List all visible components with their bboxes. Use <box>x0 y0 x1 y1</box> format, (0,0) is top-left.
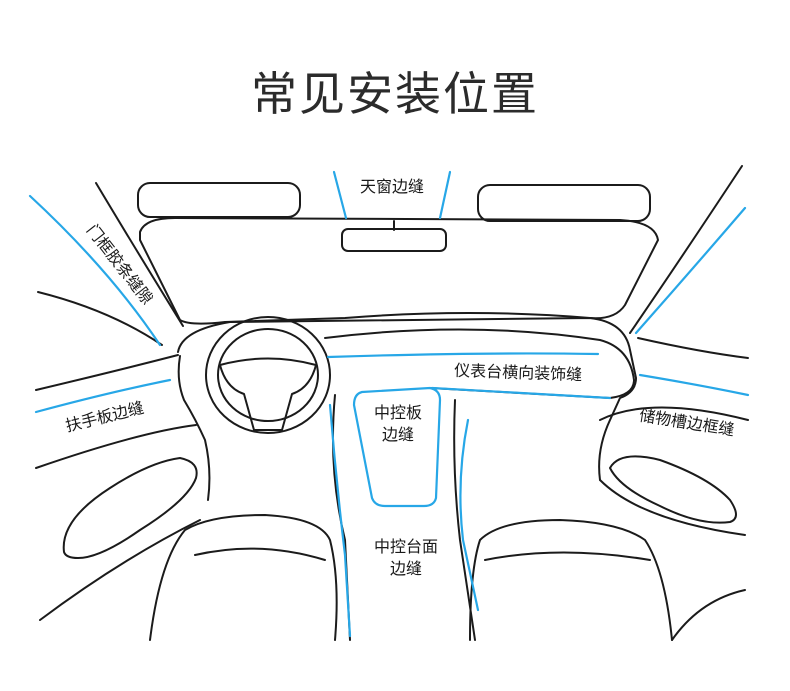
right-seat <box>469 519 673 641</box>
left-door-bottom <box>39 519 201 621</box>
dashboard-underside <box>177 355 211 501</box>
right-sun-visor <box>477 184 651 222</box>
right-a-pillar <box>629 165 743 334</box>
dashboard-fascia <box>324 328 635 399</box>
rear-view-mirror <box>341 228 447 252</box>
center-console-right <box>453 399 476 641</box>
left-sun-visor <box>137 182 301 218</box>
label-armrest: 扶手板边缝 <box>64 398 146 436</box>
dashboard-top <box>177 317 637 481</box>
label-center-panel-line1: 中控板 <box>374 403 422 422</box>
left-a-pillar <box>95 182 184 327</box>
seam-console-left <box>328 403 352 638</box>
left-seat-inner <box>194 547 326 561</box>
seam-storage-right <box>638 373 750 397</box>
seam-armrest-left <box>34 378 172 414</box>
label-center-panel-line2: 边缝 <box>382 425 414 444</box>
right-seat-inner <box>484 551 651 561</box>
steering-wheel-outer <box>205 316 331 434</box>
seam-dashboard-right <box>430 386 612 400</box>
left-door-line <box>37 291 163 346</box>
seam-door-frame-left <box>28 194 162 347</box>
windshield-frame <box>139 217 659 325</box>
left-door-trim <box>35 354 179 391</box>
seam-right-door-frame <box>634 206 747 335</box>
seam-sunroof-right <box>438 170 452 220</box>
seam-sunroof-left <box>332 170 348 220</box>
right-door-bottom <box>599 479 746 536</box>
label-sunroof: 天窗边缝 <box>360 177 424 196</box>
right-door-line <box>637 337 749 359</box>
left-armrest <box>62 457 198 559</box>
page-title: 常见安装位置 <box>251 67 539 121</box>
seam-console-right <box>459 418 480 612</box>
label-console-line1: 中控台面 <box>374 537 438 556</box>
steering-wheel-inner <box>217 328 319 422</box>
label-dashboard: 仪表台横向装饰缝 <box>454 361 583 384</box>
seam-dashboard <box>326 352 600 359</box>
label-console-line2: 边缝 <box>390 559 422 578</box>
seam-center-panel <box>352 386 442 508</box>
steering-wheel-hub <box>219 357 317 431</box>
left-door-lower <box>35 424 197 469</box>
right-seat-back <box>671 589 746 641</box>
left-seat <box>149 514 338 641</box>
right-armrest <box>609 455 737 524</box>
label-storage: 储物槽边框缝 <box>638 406 736 440</box>
